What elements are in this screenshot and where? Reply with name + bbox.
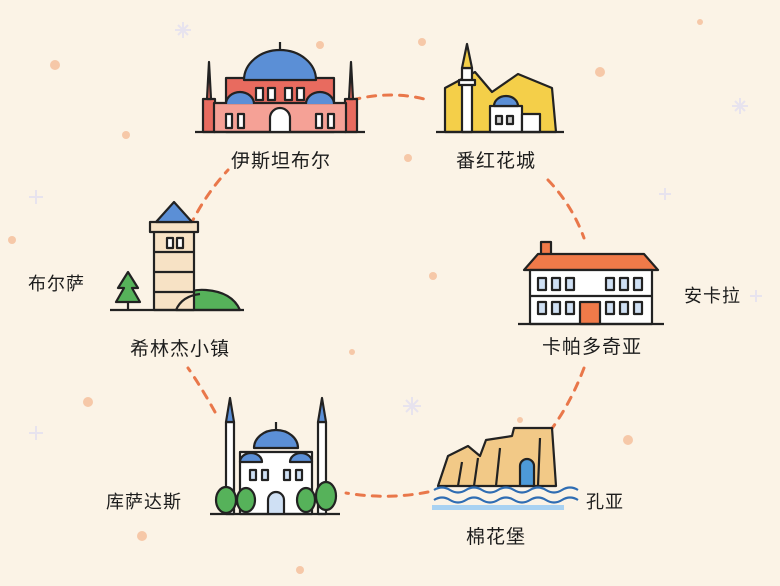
travertine-cliffs-icon [432,426,579,510]
stop-name-istanbul: 伊斯坦布尔 [230,150,332,172]
blue-mosque-icon [210,396,340,516]
stop-name-cappadocia: 卡帕多奇亚 [541,336,643,358]
stop-name-pamukkale: 棉花堡 [465,526,527,548]
route-segment-pamukkale-kusadasi [344,490,430,498]
stop-name-safranbolu: 番红花城 [455,150,537,172]
stop-name-kusadasi: 库萨达斯 [106,492,182,513]
region-label-bursa: 布尔萨 [28,274,85,295]
region-label-ankara: 安卡拉 [684,286,741,307]
route-segment-safranbolu-cappadocia [546,178,586,240]
region-label-konya: 孔亚 [586,492,624,513]
route-segment-cappadocia-pamukkale [541,366,586,442]
background-dots [8,19,703,574]
tower-and-hill-icon [110,200,244,312]
route-segment-kusadasi-sirince [186,366,217,414]
mosque-on-cliff-icon [436,42,564,134]
route-segment-sirince-istanbul [188,168,230,228]
ottoman-house-icon [518,240,664,326]
stop-name-sirince: 希林杰小镇 [129,338,231,360]
sparkle-icons [29,22,762,440]
route-path [186,93,586,498]
route-segment-istanbul-safranbolu [350,93,430,102]
hagia-sophia-icon [195,42,365,134]
